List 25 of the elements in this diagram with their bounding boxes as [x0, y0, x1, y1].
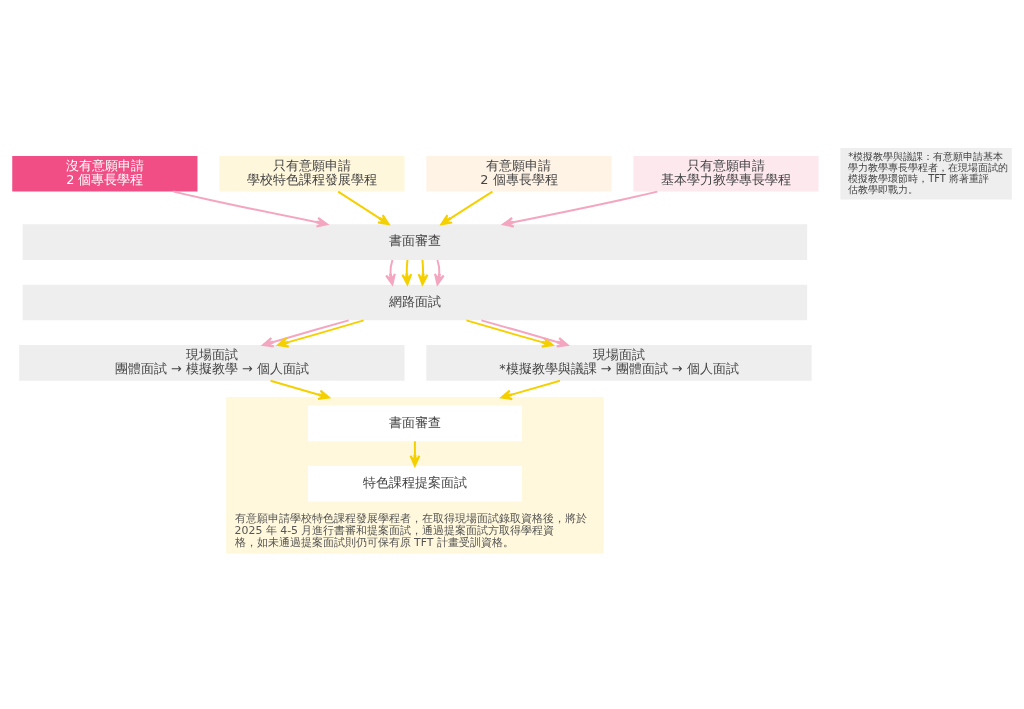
- node-box: 書面審查: [22, 224, 808, 260]
- node-box: 特色課程提案面試: [307, 465, 522, 502]
- arrow: [276, 319, 365, 348]
- node-box: 沒有意願申請 2 個專長學程: [12, 155, 198, 192]
- arrow: [465, 319, 554, 348]
- arrow: [262, 319, 350, 348]
- arrow: [337, 190, 390, 226]
- arrow: [480, 319, 569, 348]
- arrow: [172, 190, 329, 228]
- node-box: 有意願申請 2 個專長學程: [426, 155, 612, 192]
- node-box: 只有意願申請 學校特色課程發展學程: [219, 155, 405, 192]
- arrow: [502, 190, 659, 228]
- arrow: [417, 259, 429, 286]
- arrow: [500, 379, 561, 401]
- node-box: 現場面試 團體面試 → 模擬教學 → 個人面試: [19, 345, 405, 381]
- arrow: [409, 440, 421, 467]
- arrow: [385, 259, 396, 286]
- arrow: [433, 259, 445, 286]
- arrow: [401, 259, 413, 286]
- node-box: 現場面試 *模擬教學與議課 → 團體面試 → 個人面試: [426, 345, 812, 381]
- arrow: [269, 379, 330, 401]
- node-box: 書面審查: [307, 405, 522, 442]
- node-box: 只有意願申請 基本學力教學專長學程: [633, 155, 819, 192]
- node-box: 網路面試: [22, 284, 808, 321]
- arrow: [440, 190, 494, 226]
